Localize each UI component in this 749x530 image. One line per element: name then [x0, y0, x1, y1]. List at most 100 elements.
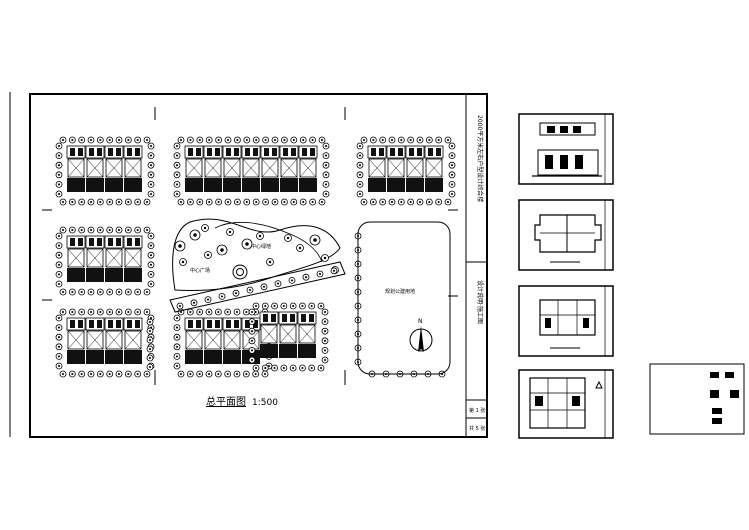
- tree-icon: [96, 308, 104, 316]
- tree-icon: [299, 198, 307, 206]
- tree-icon: [407, 136, 415, 144]
- tree-icon: [448, 152, 456, 160]
- plan-title: 总平面图: [206, 395, 246, 408]
- tree-icon: [55, 270, 63, 278]
- sheet-number-current: 第 1 张: [469, 407, 485, 414]
- tree-icon: [379, 136, 387, 144]
- housing-block: [248, 302, 329, 372]
- tree-icon: [55, 190, 63, 198]
- tree-icon: [388, 198, 396, 206]
- tree-icon: [173, 362, 181, 370]
- tree-icon: [322, 171, 330, 179]
- tree-icon: [134, 370, 142, 378]
- tree-icon: [146, 363, 154, 371]
- tree-icon: [416, 198, 424, 206]
- tree-icon: [215, 136, 223, 144]
- tree-icon: [248, 337, 256, 345]
- tree-icon: [407, 198, 415, 206]
- tree-icon: [55, 261, 63, 269]
- tree-icon: [147, 161, 155, 169]
- tree-icon: [147, 251, 155, 259]
- tree-icon: [78, 370, 86, 378]
- tree-icon: [55, 232, 63, 240]
- tree-icon: [205, 370, 213, 378]
- tree-icon: [55, 161, 63, 169]
- tree-icon: [186, 198, 194, 206]
- tree-icon: [143, 198, 151, 206]
- tree-icon: [242, 370, 250, 378]
- tree-icon: [369, 198, 377, 206]
- tree-icon: [147, 142, 155, 150]
- tree-icon: [68, 136, 76, 144]
- tree-icon: [96, 226, 104, 234]
- tree-icon: [261, 364, 269, 372]
- label-center-plaza: 中心广场: [190, 267, 210, 274]
- tree-icon: [318, 136, 326, 144]
- tree-icon: [356, 142, 364, 150]
- tree-icon: [124, 136, 132, 144]
- tree-icon: [416, 136, 424, 144]
- sheet-floor-plan-1: [518, 199, 614, 271]
- tree-icon: [106, 370, 114, 378]
- tree-icon: [196, 370, 204, 378]
- tree-icon: [216, 244, 228, 256]
- tree-icon: [173, 352, 181, 360]
- tree-icon: [252, 302, 260, 310]
- tree-icon: [271, 136, 279, 144]
- tree-icon: [299, 302, 306, 310]
- tree-icon: [289, 364, 297, 372]
- tree-icon: [68, 370, 76, 378]
- tree-icon: [448, 171, 456, 179]
- tree-icon: [173, 343, 181, 351]
- tree-icon: [290, 198, 298, 206]
- tree-icon: [308, 302, 316, 310]
- tree-icon: [233, 308, 241, 316]
- tree-icon: [134, 288, 142, 296]
- tree-icon: [356, 180, 364, 188]
- sheet-details: [649, 363, 745, 435]
- title-block-sub: 设计说明·施工图: [476, 280, 484, 324]
- tree-icon: [87, 136, 95, 144]
- housing-block: [356, 136, 456, 206]
- tree-icon: [68, 198, 76, 206]
- tree-icon: [55, 142, 63, 150]
- sheet-floor-plan-2: [518, 285, 614, 357]
- plan-scale: 1:500: [252, 398, 278, 408]
- tree-icon: [55, 324, 63, 332]
- tree-icon: [147, 171, 155, 179]
- sheet-floor-plan-3: [518, 369, 614, 439]
- tree-icon: [196, 308, 204, 316]
- tree-icon: [252, 370, 260, 378]
- tree-icon: [284, 234, 292, 242]
- tree-icon: [134, 198, 142, 206]
- tree-icon: [232, 289, 240, 297]
- tree-icon: [214, 370, 222, 378]
- tree-icon: [425, 136, 433, 144]
- tree-icon: [248, 318, 256, 326]
- tree-icon: [290, 136, 298, 144]
- tree-icon: [176, 302, 184, 310]
- sheet-number-total: 共 5 张: [469, 425, 485, 432]
- tree-icon: [68, 308, 76, 316]
- tree-icon: [322, 161, 330, 169]
- tree-icon: [78, 308, 86, 316]
- tree-icon: [226, 228, 234, 236]
- tree-icon: [248, 346, 256, 354]
- tree-icon: [146, 318, 154, 326]
- tree-icon: [59, 226, 67, 234]
- tree-icon: [68, 288, 76, 296]
- tree-icon: [321, 327, 329, 335]
- tree-icon: [147, 180, 155, 188]
- tree-icon: [252, 136, 260, 144]
- tree-icon: [190, 299, 198, 307]
- tree-icon: [322, 142, 330, 150]
- tree-icon: [78, 136, 86, 144]
- tree-icon: [205, 136, 213, 144]
- tree-icon: [196, 136, 204, 144]
- tree-icon: [87, 370, 95, 378]
- tree-icon: [360, 136, 368, 144]
- tree-icon: [87, 226, 95, 234]
- park-trees: [174, 224, 339, 310]
- tree-icon: [224, 308, 232, 316]
